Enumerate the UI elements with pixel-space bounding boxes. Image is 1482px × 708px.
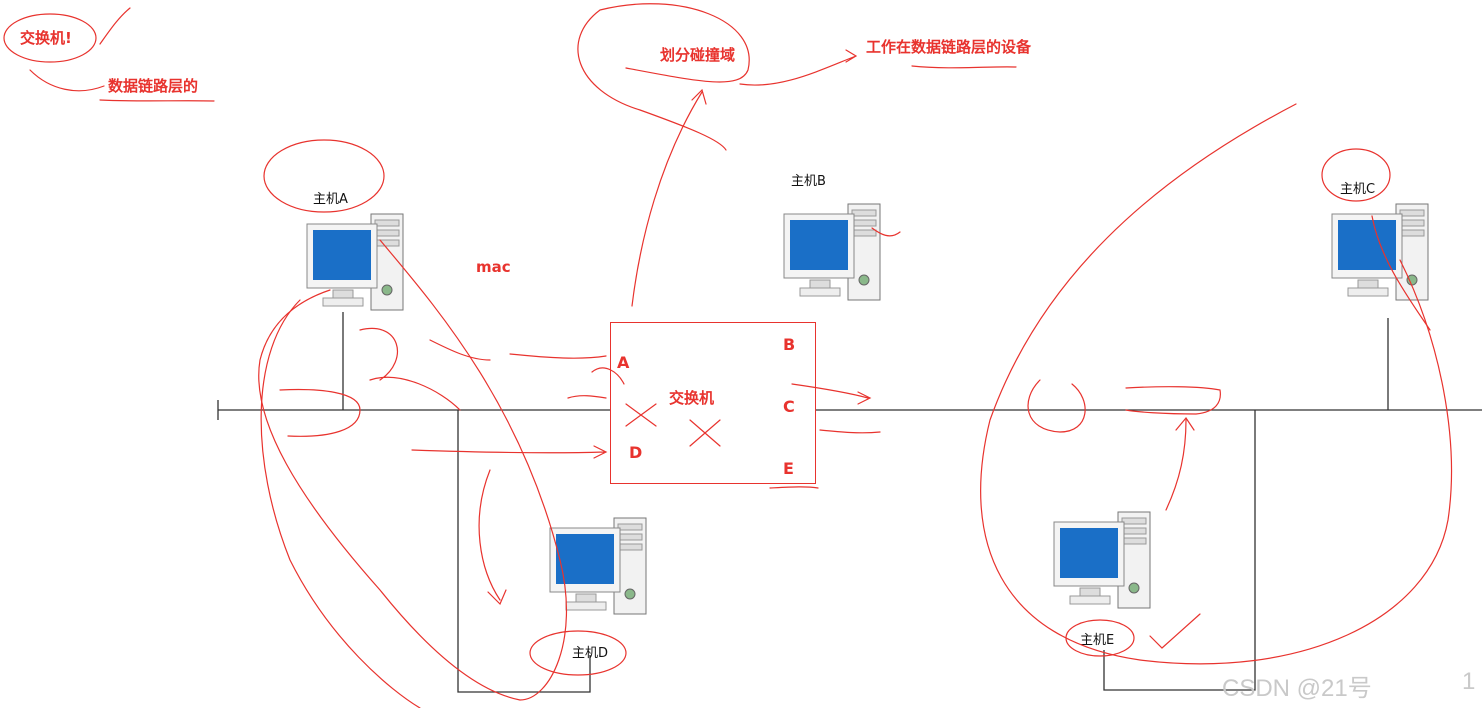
device-note: 工作在数据链路层的设备 (866, 38, 1032, 56)
switch-label: 交换机 (669, 389, 715, 407)
host-c-computer-icon (1331, 203, 1429, 301)
page-number: 1 (1462, 668, 1476, 695)
port-b-label: B (783, 335, 796, 354)
csdn-watermark: CSDN @21号 (1222, 675, 1372, 702)
switch-note: 交换机! (20, 29, 72, 47)
port-c-label: C (783, 397, 795, 416)
host-b-computer-icon (783, 203, 881, 301)
port-a-label: A (617, 353, 630, 372)
host-c-label: 主机C (1340, 182, 1376, 197)
host-d-label: 主机D (572, 646, 609, 661)
switch-box: A B C D E 交换机 (610, 322, 816, 484)
host-e-label: 主机E (1080, 633, 1115, 648)
port-d-label: D (629, 443, 643, 462)
host-d-computer-icon (549, 517, 647, 615)
host-a-label: 主机A (313, 192, 348, 207)
host-a-computer-icon (306, 213, 404, 311)
host-b-label: 主机B (791, 174, 826, 189)
mac-note: mac (476, 258, 511, 276)
data-link-layer-note: 数据链路层的 (108, 77, 199, 95)
collision-domain-note: 划分碰撞域 (660, 46, 736, 64)
port-e-label: E (783, 459, 794, 478)
host-e-computer-icon (1053, 511, 1151, 609)
